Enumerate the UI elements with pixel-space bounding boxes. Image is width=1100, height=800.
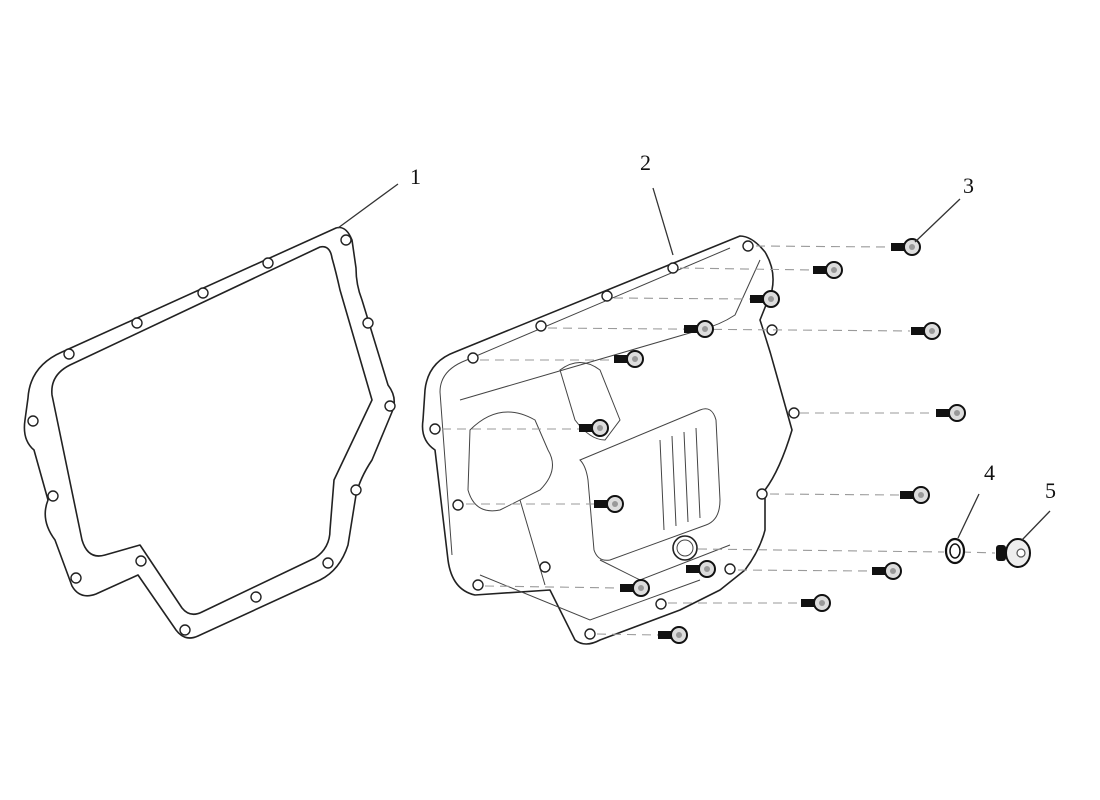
bolt-icon [911, 322, 941, 340]
bolt-icon [594, 495, 624, 513]
callout-2-oil-pan: 2 [640, 150, 651, 175]
bolt-set [579, 238, 966, 644]
bolt-icon [658, 626, 688, 644]
bolt-icon [686, 560, 716, 578]
callout-leaders [337, 183, 1051, 541]
bolt-icon [684, 320, 714, 338]
bolt-icon [891, 238, 921, 256]
bolt-icon [936, 404, 966, 422]
bolt-icon [900, 486, 930, 504]
drain-plug-part [996, 538, 1031, 568]
gasket-part [23, 226, 396, 639]
oil-pan-part [421, 235, 800, 645]
callout-1-gasket: 1 [410, 164, 421, 189]
bolt-icon [872, 562, 902, 580]
bolt-icon [801, 594, 831, 612]
bolt-icon [620, 579, 650, 597]
bolt-icon [813, 261, 843, 279]
assembly-guide-lines [442, 245, 996, 636]
sealing-washer-part [944, 537, 966, 565]
callout-5-drain-plug: 5 [1045, 478, 1056, 503]
bolt-icon [614, 350, 644, 368]
bolt-icon [750, 290, 780, 308]
bolt-icon [579, 419, 609, 437]
callout-3-bolt: 3 [963, 173, 974, 198]
callout-4-washer: 4 [984, 460, 995, 485]
